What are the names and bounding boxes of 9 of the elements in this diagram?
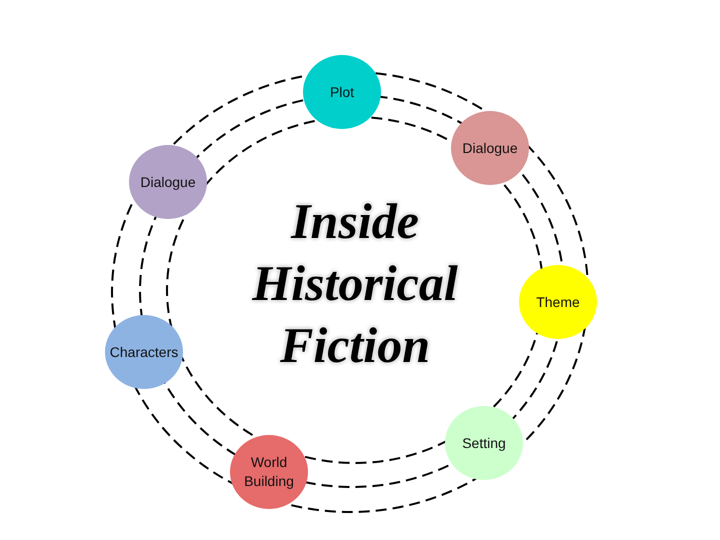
topic-label: Theme xyxy=(536,292,580,312)
topic-label: Setting xyxy=(462,434,506,452)
topic-label: Plot xyxy=(330,82,354,102)
topic-label: Dialogue xyxy=(140,172,196,192)
topic-circle xyxy=(230,435,308,509)
diagram-title: Inside Historical Fiction xyxy=(251,192,459,375)
topic-label: Characters xyxy=(110,342,178,362)
topic-label: Dialogue xyxy=(462,138,518,158)
topic-label: World Building xyxy=(243,453,295,491)
